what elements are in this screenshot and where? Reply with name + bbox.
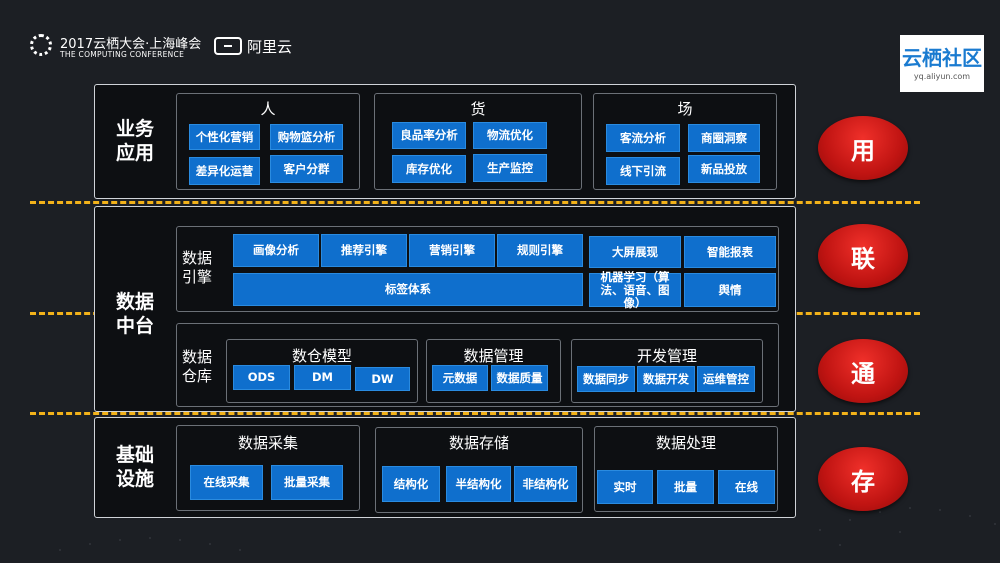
group-dev-management-title: 开发管理	[636, 347, 697, 365]
btn-marketing-engine[interactable]: 营销引擎	[409, 234, 495, 267]
background-wave	[59, 507, 996, 551]
conference-title: 2017云栖大会·上海峰会	[60, 37, 202, 52]
data-middle-label: 数据 中台	[104, 290, 166, 338]
btn-data-sync[interactable]: 数据同步	[577, 366, 635, 392]
badge-use: 用	[818, 116, 908, 180]
yunqi-logo-icon	[30, 34, 52, 56]
divider-business-middle	[30, 201, 920, 204]
watermark-box	[900, 35, 984, 92]
btn-intelligent-report[interactable]: 智能报表	[684, 236, 776, 268]
btn-structured[interactable]: 结构化	[382, 466, 440, 502]
business-layer-label: 业务 应用	[104, 117, 166, 165]
group-warehouse-model-title: 数仓模型	[291, 347, 352, 365]
btn-data-development[interactable]: 数据开发	[637, 366, 695, 392]
business-label-line1: 业务	[115, 118, 154, 140]
watermark-url: yq.aliyun.com	[913, 72, 971, 81]
badge-store: 存	[818, 447, 908, 511]
btn-metadata[interactable]: 元数据	[432, 365, 488, 391]
btn-new-product-launch[interactable]: 新品投放	[688, 155, 760, 183]
btn-profile-analysis[interactable]: 画像分析	[233, 234, 319, 267]
btn-customer-segmentation[interactable]: 客户分群	[270, 155, 343, 183]
btn-personalized-marketing[interactable]: 个性化营销	[189, 124, 260, 150]
btn-semi-structured[interactable]: 半结构化	[446, 466, 511, 502]
btn-tag-system[interactable]: 标签体系	[233, 273, 583, 306]
btn-trade-area-insight[interactable]: 商圈洞察	[688, 124, 760, 152]
btn-dm[interactable]: DM	[294, 365, 351, 390]
btn-rule-engine[interactable]: 规则引擎	[497, 234, 583, 267]
btn-data-quality[interactable]: 数据质量	[491, 365, 548, 391]
data-warehouse-label: 数据 仓库	[176, 348, 218, 386]
btn-offline-traffic[interactable]: 线下引流	[606, 157, 680, 185]
btn-ods[interactable]: ODS	[233, 365, 290, 390]
data-engine-label-line1: 数据	[181, 249, 212, 267]
data-middle-label-line2: 中台	[115, 315, 154, 337]
conference-subtitle: THE COMPUTING CONFERENCE	[60, 50, 185, 59]
btn-batch-collection[interactable]: 批量采集	[271, 465, 343, 500]
group-data-collection-title: 数据采集	[237, 434, 298, 452]
btn-big-screen-display[interactable]: 大屏展现	[589, 236, 681, 268]
infrastructure-label: 基础 设施	[104, 443, 166, 491]
data-middle-label-line1: 数据	[115, 291, 154, 313]
group-data-storage-title: 数据存储	[448, 434, 509, 452]
group-data-management-title: 数据管理	[463, 347, 524, 365]
btn-ops-control[interactable]: 运维管控	[697, 366, 755, 392]
business-label-line2: 应用	[115, 142, 154, 164]
btn-inventory-optimization[interactable]: 库存优化	[392, 155, 466, 183]
btn-public-opinion[interactable]: 舆情	[684, 273, 776, 307]
btn-recommendation-engine[interactable]: 推荐引擎	[321, 234, 407, 267]
group-goods-title: 货	[470, 100, 486, 118]
group-venue-title: 场	[677, 100, 693, 118]
btn-basket-analysis[interactable]: 购物篮分析	[270, 124, 343, 150]
group-people-title: 人	[260, 100, 276, 118]
data-engine-label: 数据 引擎	[176, 249, 218, 287]
btn-machine-learning[interactable]: 机器学习（算法、语音、图像）	[589, 270, 681, 309]
watermark-title: 云栖社区	[902, 46, 982, 70]
btn-yield-analysis[interactable]: 良品率分析	[392, 122, 466, 149]
badge-flow: 通	[818, 339, 908, 403]
data-warehouse-label-line2: 仓库	[181, 367, 212, 385]
btn-online-collection[interactable]: 在线采集	[190, 465, 263, 500]
infrastructure-label-line2: 设施	[115, 468, 154, 490]
aliyun-logo-text: 阿里云	[247, 38, 293, 56]
btn-realtime[interactable]: 实时	[597, 470, 653, 504]
btn-differentiated-ops[interactable]: 差异化运营	[189, 157, 260, 185]
btn-dw[interactable]: DW	[355, 367, 410, 391]
infrastructure-label-line1: 基础	[115, 444, 154, 466]
aliyun-logo-icon	[214, 37, 242, 55]
btn-unstructured[interactable]: 非结构化	[514, 466, 577, 502]
badge-connect: 联	[818, 224, 908, 288]
btn-batch[interactable]: 批量	[657, 470, 714, 504]
data-warehouse-label-line1: 数据	[181, 348, 212, 366]
btn-online[interactable]: 在线	[718, 470, 775, 504]
divider-middle-infra	[30, 412, 920, 415]
data-engine-label-line2: 引擎	[181, 268, 212, 286]
btn-logistics-optimization[interactable]: 物流优化	[473, 122, 547, 149]
btn-traffic-analysis[interactable]: 客流分析	[606, 124, 680, 152]
group-data-processing-title: 数据处理	[655, 434, 716, 452]
btn-production-monitoring[interactable]: 生产监控	[473, 154, 547, 182]
